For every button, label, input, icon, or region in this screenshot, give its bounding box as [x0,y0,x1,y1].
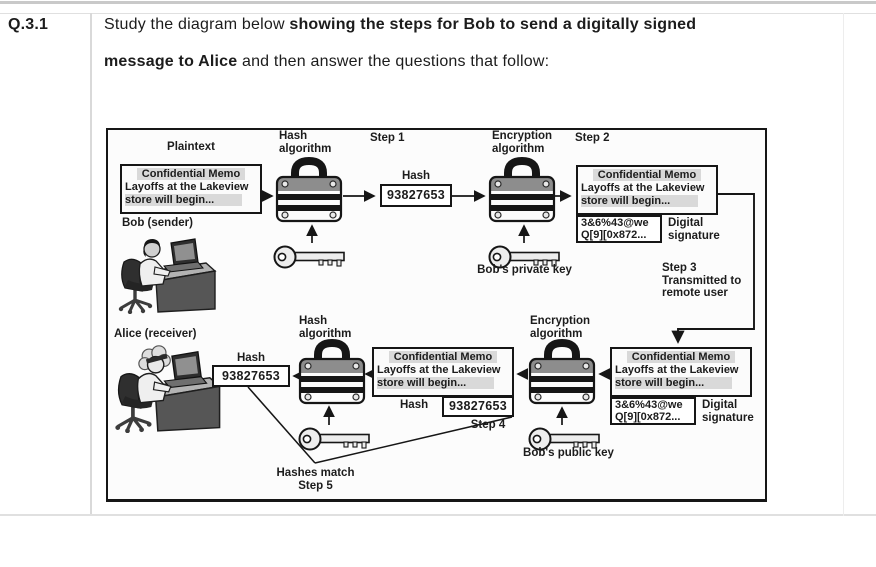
hash-label-bottom-left: Hash [236,352,266,364]
alice-illustration [113,345,222,433]
step3-label: Step 3 Transmitted to remote user [662,262,742,299]
memo-title: Confidential Memo [581,169,713,182]
step2-label: Step 2 [575,132,610,144]
memo-title: Confidential Memo [377,351,509,364]
memo-body-line1: Layoffs at the Lakeview [377,363,501,376]
memo-body-line2: store will begin... [581,194,713,208]
memo-body-line2: store will begin... [615,376,747,390]
digital-signature-label-top: Digital signature [668,217,720,242]
encryption-algorithm-label-bottom: Encryption algorithm [530,315,591,340]
bob-sender-label: Bob (sender) [122,217,193,229]
hashes-match-label: Hashes match Step 5 [253,467,378,492]
memo-body-line1: Layoffs at the Lakeview [615,363,739,376]
hash-value-box-bottom-left: 93827653 [212,365,290,387]
step4-label: Step 4 [470,419,506,431]
question-number: Q.3.1 [8,16,49,33]
plaintext-memo: Confidential Memo Layoffs at the Lakevie… [120,164,262,214]
digital-signature-box-bottom: 3&6%43@we Q[9][0x872... [610,397,696,425]
bob-illustration [117,237,217,314]
question-line2-bold: message to Alice [104,53,238,70]
hash-algorithm-label-top: Hash algorithm [279,130,332,155]
public-key-label: Bob's public key [523,447,614,459]
received-memo: Confidential Memo Layoffs at the Lakevie… [372,347,514,397]
padlock-encryption-icon-top [488,153,556,223]
plaintext-label: Plaintext [167,141,215,153]
hash-value-box-bottom-center: 93827653 [442,396,514,417]
padlock-hash-icon-bottom [298,335,366,405]
question-line2-normal: and then answer the questions that follo… [237,53,550,70]
step1-label: Step 1 [370,132,405,144]
private-key-label: Bob's private key [477,264,572,276]
memo-title: Confidential Memo [615,351,747,364]
padlock-hash-icon-top [275,153,343,223]
step5-label: Step 5 [298,479,333,492]
top-border [0,1,876,4]
hash-label-bottom-center: Hash [400,399,429,411]
hash-value-box-top: 93827653 [380,184,452,207]
digital-signature-box-top: 3&6%43@we Q[9][0x872... [576,215,662,243]
memo-body-line1: Layoffs at the Lakeview [581,181,705,194]
memo-title: Confidential Memo [125,168,257,181]
digital-signature-label-bottom: Digital signature [702,399,754,424]
signed-memo: Confidential Memo Layoffs at the Lakevie… [576,165,718,215]
memo-body-line1: Layoffs at the Lakeview [125,180,249,193]
key-icon-bottom-left [298,427,370,451]
alice-receiver-label: Alice (receiver) [114,328,197,340]
padlock-encryption-icon-bottom [528,335,596,405]
row-bottom-border [0,514,876,516]
right-border [843,13,844,516]
question-text-line2: message to Alice and then answer the que… [104,53,824,71]
question-text-line1: Study the diagram below showing the step… [104,16,824,34]
hash-label-top: Hash [401,170,431,182]
diagram-panel: Plaintext Confidential Memo Layoffs at t… [106,128,767,502]
encryption-algorithm-label-top: Encryption algorithm [492,130,553,155]
received-signed-memo: Confidential Memo Layoffs at the Lakevie… [610,347,752,397]
hash-algorithm-label-bottom: Hash algorithm [299,315,352,340]
row-top-border [0,13,876,14]
question-line1-normal: Study the diagram below [104,16,290,33]
key-icon-top-left [273,245,345,269]
memo-body-line2: store will begin... [125,193,257,207]
question-line1-bold: showing the steps for Bob to send a digi… [289,16,697,33]
memo-body-line2: store will begin... [377,376,509,390]
column-divider [90,13,92,516]
